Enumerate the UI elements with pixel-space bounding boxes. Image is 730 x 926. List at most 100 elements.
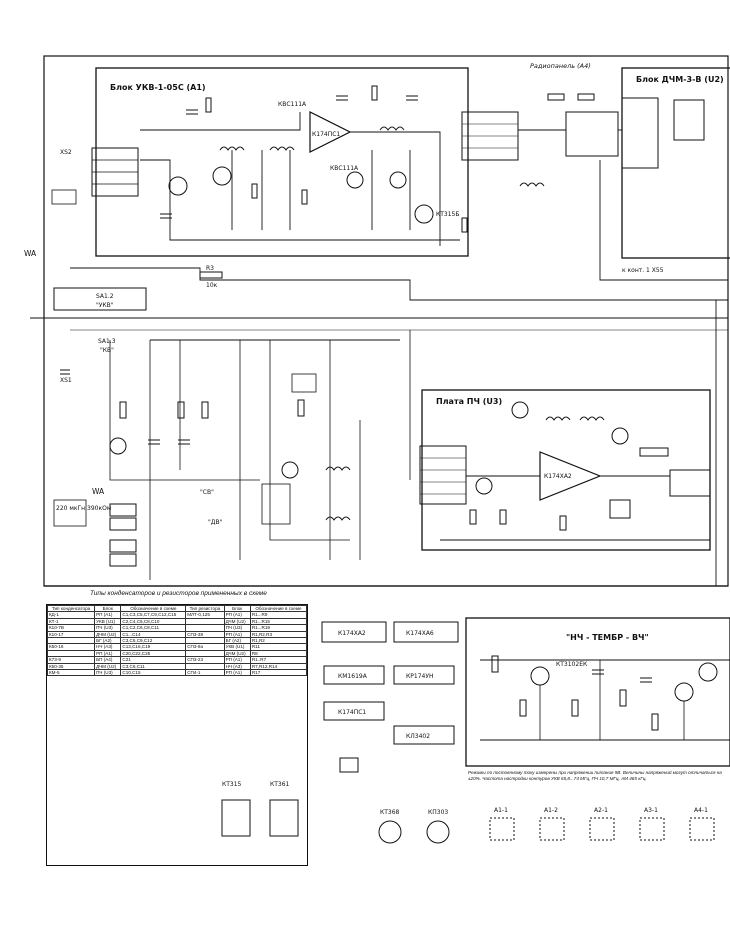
table-cell: БГ (А2) xyxy=(223,636,251,645)
plata-pch-title: Плата ПЧ (U3) xyxy=(436,397,502,406)
svg-text:КМ1619А: КМ1619А xyxy=(338,673,368,680)
svg-text:КП303: КП303 xyxy=(428,809,448,816)
band-switch: SA1.2 "УКВ" SA1.3 "КВ" "СВ" "ДВ" WA 220 … xyxy=(53,287,411,580)
svg-text:SA1.2: SA1.2 xyxy=(96,293,114,300)
r3-value: 10к xyxy=(206,282,218,289)
antenna-label: 220 мкГн 390кОм xyxy=(56,505,111,512)
ukv-block: Блок УКВ-1-05С (А1) К174ПС1 КТ315Б КВС11… xyxy=(95,67,469,257)
table-header-cell: Тип конденсатора xyxy=(47,605,96,613)
vt-nch-label: КТ3102ЕК xyxy=(556,661,588,668)
svg-text:SA1.3: SA1.3 xyxy=(98,338,116,345)
schematic-frame xyxy=(43,55,729,587)
wa-bottom-label: WA xyxy=(92,487,105,496)
svg-text:А1-2: А1-2 xyxy=(544,807,558,814)
svg-text:"КВ": "КВ" xyxy=(100,347,114,354)
table-header-cell: Тип резистора xyxy=(185,605,225,613)
table-cell: R8 xyxy=(249,649,307,658)
svg-text:КЛ3402: КЛ3402 xyxy=(406,733,430,740)
dchm-title: Блок ДЧМ-3-В (U2) xyxy=(636,75,724,84)
vd1-label: КВС111А xyxy=(330,165,359,172)
table-cell: ДЧМ (U2) xyxy=(223,649,251,658)
table-cell: НЧ (А3) xyxy=(94,643,122,651)
table-cell: R1...R19 xyxy=(249,624,307,632)
svg-text:А4-1: А4-1 xyxy=(694,807,708,814)
table-cell: УКВ (U1) xyxy=(223,643,251,651)
vd2-label: КВС111А xyxy=(278,101,307,108)
table-cell: УКВ (U1) xyxy=(94,617,122,626)
wa-top-label: WA xyxy=(24,249,37,258)
svg-text:К174ХА2: К174ХА2 xyxy=(338,630,366,637)
svg-text:К174ХА6: К174ХА6 xyxy=(406,630,434,637)
table-cell: ПЧ (U3) xyxy=(223,624,251,632)
table-cell: БП (А4) xyxy=(94,656,122,664)
ukv-block-title: Блок УКВ-1-05С (А1) xyxy=(110,83,206,92)
svg-text:А1-1: А1-1 xyxy=(494,807,508,814)
svg-text:XS2: XS2 xyxy=(60,149,72,156)
svg-text:"ДВ": "ДВ" xyxy=(208,519,223,526)
table-cell: ДЧМ (U2) xyxy=(94,630,122,639)
table-header-cell: Обозначение в схеме xyxy=(249,605,307,613)
da1-label: К174ПС1 xyxy=(312,131,340,138)
table-cell: БГ (А2) xyxy=(94,636,122,645)
table-cell: С1,С3,С5,С7,С9,С12,С15 xyxy=(120,611,187,619)
da-pch-label: К174ХА2 xyxy=(544,473,572,480)
table-header-cell: Блок xyxy=(94,605,122,613)
table-cell: R1..R7 xyxy=(249,656,307,664)
table-cell: РП (А1) xyxy=(94,611,122,619)
table-cell: С10,С15 xyxy=(120,669,187,677)
main-buses: R3 10к WA xyxy=(24,249,728,586)
svg-text:КТ315: КТ315 xyxy=(222,781,242,788)
table-cell: ДЧМ (U2) xyxy=(94,662,122,671)
table-header-cell: Блок xyxy=(223,605,251,613)
da1-amplifier xyxy=(309,111,352,153)
table-header-cell: Обозначение в схеме xyxy=(120,605,187,613)
radiopanel-title: Радиопанель (А4) xyxy=(530,62,591,70)
table-cell: ДЧМ (U2) xyxy=(223,617,251,626)
table-cell: R1...R15 xyxy=(249,617,307,626)
table-cell: РП (А1) xyxy=(94,649,122,658)
vt3-label: КТ315Б xyxy=(436,211,460,218)
nch-block: "НЧ - ТЕМБР - ВЧ" КТ3102ЕК xyxy=(465,617,730,767)
svg-text:К174ПС1: К174ПС1 xyxy=(338,709,366,716)
table-cell: R1...R9 xyxy=(249,611,307,619)
kont-label: к конт. 1 Х55 xyxy=(622,267,664,274)
xs2-connector: XS2 xyxy=(51,147,139,205)
table-cell: R1,R2,R3 xyxy=(249,630,307,639)
table-cell: РП (А1) xyxy=(223,656,251,664)
svg-text:"СВ": "СВ" xyxy=(200,489,214,496)
table-cell: РП (А1) xyxy=(223,630,251,639)
pinout-area: К174ХА2 К174ХА6 КМ1619А КР174УН К174ПС1 … xyxy=(221,621,715,844)
plata-pch-block: Плата ПЧ (U3) К174ХА2 xyxy=(419,389,711,551)
table-cell: СП4-1 xyxy=(185,669,225,677)
svg-text:"УКВ": "УКВ" xyxy=(96,302,114,309)
table-cell: ПЧ (U3) xyxy=(94,624,122,632)
table-cell: ПЧ (U3) xyxy=(94,669,122,677)
svg-text:КР174УН: КР174УН xyxy=(406,673,434,680)
table-title: Типы конденсаторов и резисторов применен… xyxy=(90,590,267,597)
nch-title: "НЧ - ТЕМБР - ВЧ" xyxy=(566,633,649,642)
dchm-block: Блок ДЧМ-3-В (U2) xyxy=(621,67,730,259)
svg-text:КТ361: КТ361 xyxy=(270,781,290,788)
table-cell: КМ-5 xyxy=(47,669,96,677)
table-cell: R1,R2 xyxy=(249,636,307,645)
svg-text:А3-1: А3-1 xyxy=(644,807,658,814)
svg-text:А2-1: А2-1 xyxy=(594,807,608,814)
table-cell: R11 xyxy=(249,643,307,651)
table-cell: РП (А1) xyxy=(223,611,251,619)
xs1-label: XS1 xyxy=(60,377,72,384)
svg-text:КТ368: КТ368 xyxy=(380,809,400,816)
table-cell: РП (А1) xyxy=(223,669,251,677)
table-cell: НЧ (А3) xyxy=(223,662,251,671)
